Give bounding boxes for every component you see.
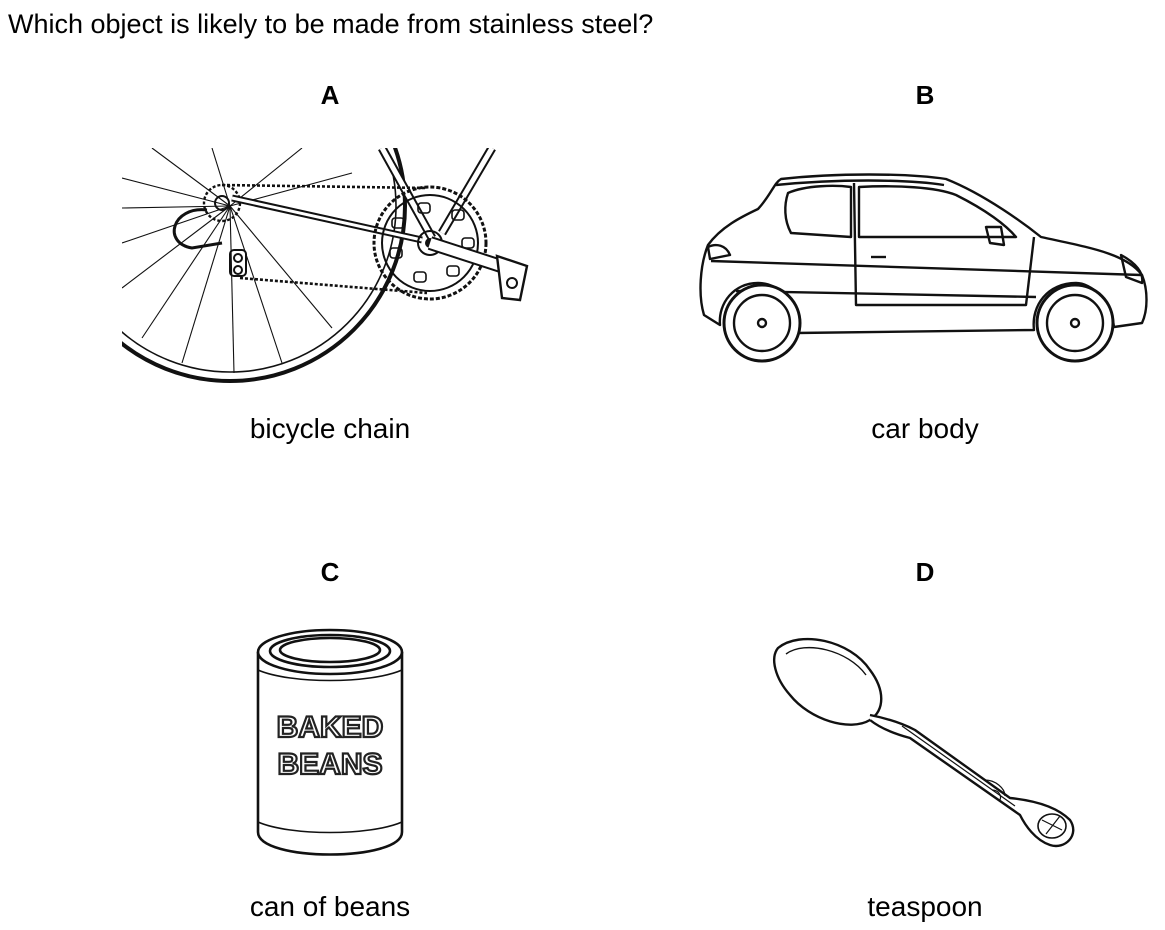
teaspoon-icon xyxy=(773,637,1075,848)
option-b-letter: B xyxy=(915,80,935,110)
option-b-caption: car body xyxy=(871,413,979,444)
can-label-line-2: BEANS xyxy=(277,748,382,781)
bicycle-chain-icon xyxy=(122,148,529,383)
option-c-caption: can of beans xyxy=(249,891,411,922)
car-icon xyxy=(699,173,1148,363)
option-d-letter: D xyxy=(915,557,935,587)
can-label-line-1: BAKED xyxy=(277,711,384,744)
option-a-letter: A xyxy=(320,80,340,110)
option-c-letter: C xyxy=(320,557,340,587)
option-d-caption: teaspoon xyxy=(867,891,983,922)
tin-can-icon: BAKED BEANS xyxy=(256,628,404,856)
question-text: Which object is likely to be made from s… xyxy=(8,9,654,39)
option-a-caption: bicycle chain xyxy=(249,413,411,444)
